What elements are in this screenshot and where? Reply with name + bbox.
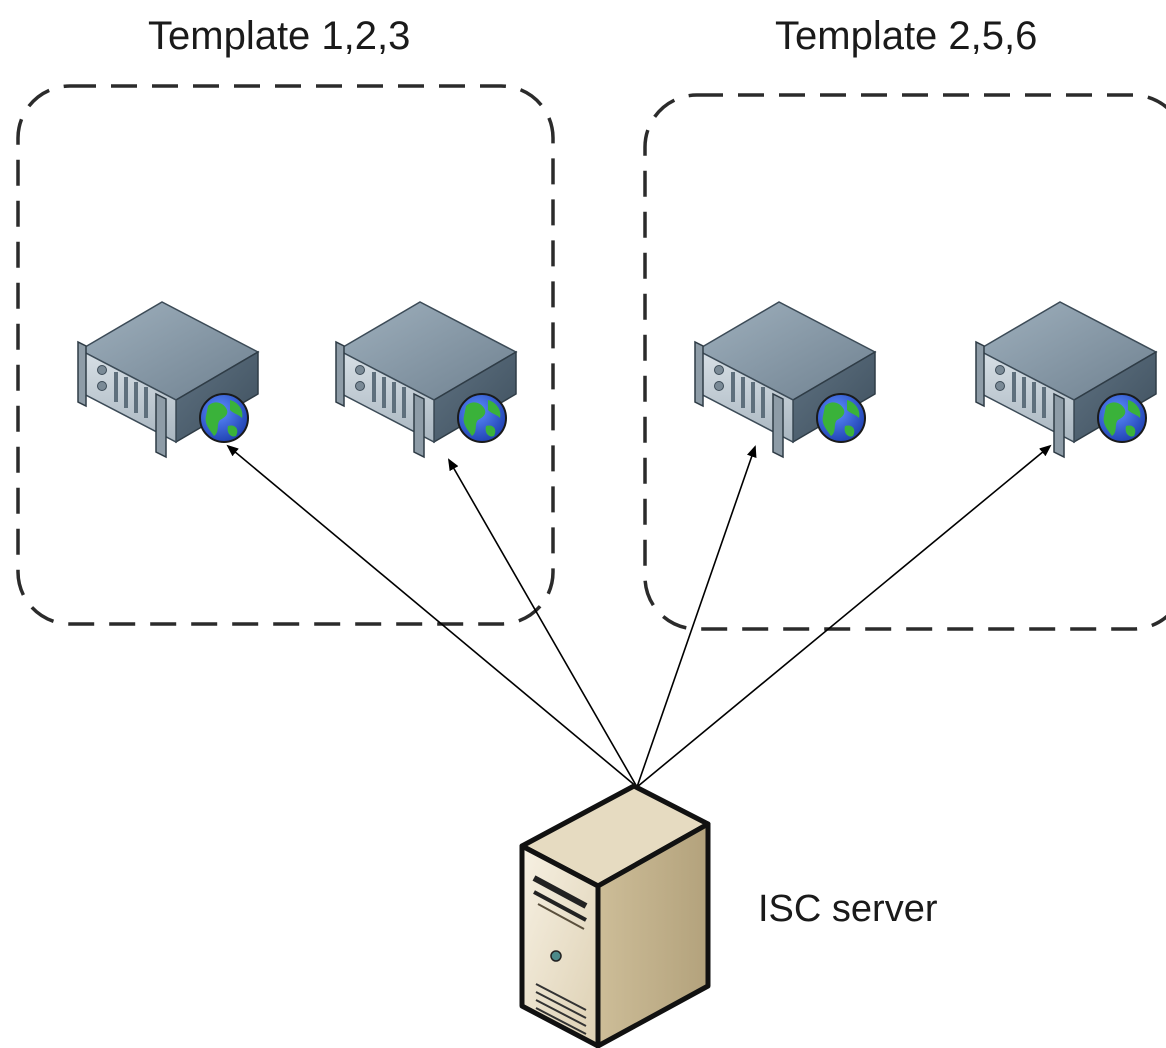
rack-web-server-icon — [334, 300, 518, 459]
arrow-to-server-2 — [448, 458, 638, 788]
rack-web-server-icon — [974, 300, 1158, 459]
isc-server-label: ISC server — [758, 888, 938, 930]
rack-web-server-icon — [76, 300, 260, 459]
group-box-left — [16, 84, 555, 626]
group-title-right: Template 2,5,6 — [775, 14, 1038, 58]
tower-server-icon — [519, 783, 711, 1048]
rack-web-server-icon — [693, 300, 877, 459]
group-box-right — [643, 93, 1166, 631]
arrow-to-server-3 — [636, 445, 757, 788]
arrow-to-server-1 — [226, 444, 638, 788]
group-title-left: Template 1,2,3 — [148, 14, 411, 58]
arrow-to-server-4 — [636, 444, 1052, 788]
